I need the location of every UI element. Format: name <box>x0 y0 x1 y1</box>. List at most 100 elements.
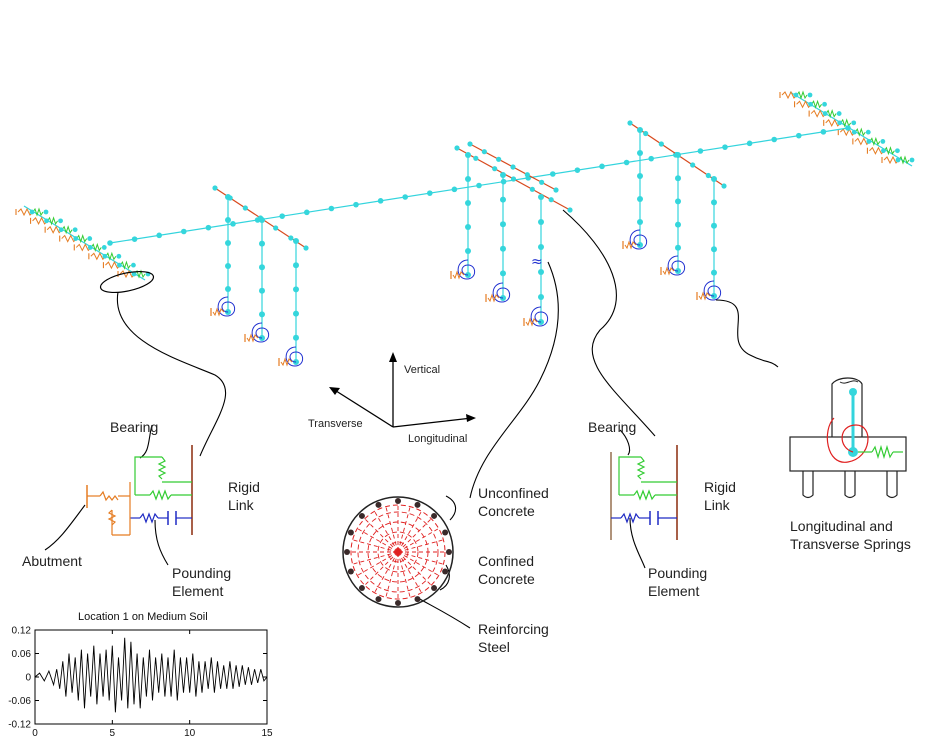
rotational-spring-icon <box>251 322 270 343</box>
abutment-node <box>131 262 136 268</box>
rotational-spring-icon <box>629 229 648 250</box>
rebar <box>395 498 401 504</box>
abutment-node <box>58 218 63 224</box>
rebar <box>414 596 421 603</box>
column-node <box>675 221 681 228</box>
deck-node <box>328 205 335 212</box>
abutment-label: Abutment <box>22 553 82 569</box>
cap-node <box>658 141 664 147</box>
abutment-node <box>822 101 827 107</box>
cap-node <box>257 215 264 221</box>
column-node <box>637 127 643 133</box>
cap-node <box>288 235 294 241</box>
abutment-node <box>102 253 108 259</box>
y-tick-label: 0 <box>25 673 31 684</box>
abutment-spring <box>46 225 63 234</box>
x-tick-label: 10 <box>184 728 196 739</box>
abutment-node <box>909 157 915 163</box>
abutment-node <box>117 262 122 268</box>
bent-2 <box>456 143 571 322</box>
deck-node <box>476 182 482 189</box>
right-abutment-springs <box>779 90 915 167</box>
rotational-spring-icon <box>530 306 549 327</box>
deck-node <box>599 163 605 170</box>
bearing-spring <box>32 207 44 217</box>
abutment-spring <box>61 234 78 243</box>
abutment-spring <box>810 109 827 118</box>
x-tick-label: 15 <box>261 728 273 739</box>
deck-node <box>796 132 802 139</box>
abutment-node <box>881 148 886 154</box>
fiber-ring <box>377 531 419 573</box>
rebar <box>375 596 382 603</box>
fiber-ray <box>385 506 399 553</box>
abutment-node <box>29 209 35 215</box>
rebar <box>347 529 354 536</box>
cap-node <box>524 172 530 178</box>
fiber-ring <box>357 511 439 593</box>
vertical-axis-label: Vertical <box>404 364 440 376</box>
abutment-spring <box>869 146 885 155</box>
cap-node <box>481 149 487 155</box>
bearing-spring <box>840 118 852 128</box>
abutment-node <box>808 101 813 107</box>
column-node <box>675 198 681 205</box>
rebar <box>431 585 438 592</box>
bearing-spring <box>898 155 910 165</box>
column-node <box>711 246 717 253</box>
translational-spring-icon <box>212 307 225 317</box>
abutment-node <box>851 129 857 135</box>
abutment-node <box>836 111 842 116</box>
section-center <box>393 547 403 557</box>
fiber-ray <box>352 551 399 565</box>
rotational-spring-icon <box>285 346 304 367</box>
rotational-spring-icon <box>457 259 476 280</box>
cap-node <box>227 195 233 201</box>
deck-node <box>230 221 236 227</box>
translational-spring-icon <box>487 293 500 303</box>
fiber-ray <box>364 518 399 553</box>
deck-node <box>746 140 753 147</box>
rotational-spring-icon <box>492 282 511 303</box>
column-node <box>465 176 471 182</box>
deck-node <box>648 155 654 162</box>
bearing-spring <box>884 146 895 156</box>
column-node <box>293 286 299 293</box>
transverse-axis-label: Transverse <box>308 418 363 430</box>
abutment-node <box>87 245 93 250</box>
cap-node <box>242 205 248 211</box>
column-node <box>293 238 299 244</box>
cap-node <box>303 245 309 251</box>
cap-node <box>473 155 479 161</box>
rebar <box>344 549 350 555</box>
abutment-node <box>87 236 93 241</box>
rebar <box>358 512 365 519</box>
abutment-spring <box>854 137 871 146</box>
leader-lines <box>44 209 779 629</box>
cap-node <box>529 186 535 192</box>
bearing-spring <box>47 216 58 226</box>
deck-node <box>820 129 827 135</box>
column-node <box>465 224 471 230</box>
deck-node <box>131 236 138 242</box>
bearing-spring <box>869 136 881 147</box>
abutment-node <box>807 92 813 98</box>
column-node <box>538 269 544 275</box>
column-node <box>259 264 265 271</box>
column-node <box>711 222 717 229</box>
column-node <box>500 196 506 203</box>
column-node <box>259 311 265 318</box>
rotational-spring-icon <box>667 255 686 276</box>
cap-node <box>674 151 680 158</box>
column-node <box>675 175 681 182</box>
deck-node <box>402 194 409 200</box>
fiber-ray <box>397 551 422 593</box>
cap-node <box>539 179 545 185</box>
right-bearing-label: Bearing <box>588 419 636 435</box>
deck-node <box>697 148 704 154</box>
cap-node <box>492 166 498 172</box>
cap-node <box>548 197 554 203</box>
